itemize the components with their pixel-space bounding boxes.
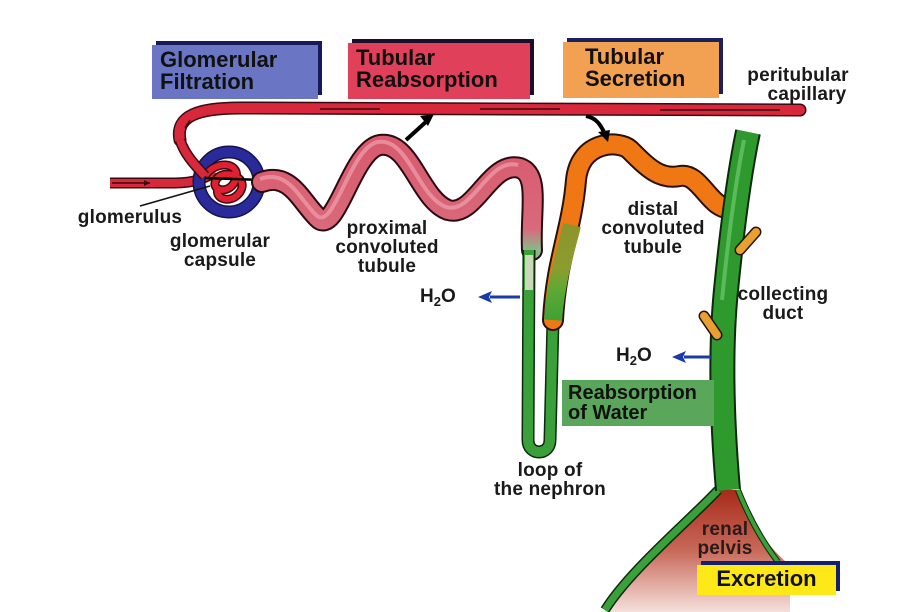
excretion-label: Excretion [716, 566, 817, 591]
renal-pelvis-line2: pelvis [697, 538, 753, 559]
peritubular-capillary-line2: capillary [767, 84, 847, 105]
glomerular-filtration-box: Glomerular Filtration [152, 45, 318, 99]
water-arrow-left [478, 291, 520, 303]
water-left-h: H [420, 286, 434, 307]
tubular-secretion-line2: Secretion [585, 66, 686, 91]
distal-convoluted-tubule [542, 133, 741, 331]
tubular-reabsorption-box: Tubular Reabsorption [348, 43, 530, 99]
renal-pelvis-label: renal pelvis [690, 520, 760, 558]
glomerulus-label: glomerulus [77, 207, 183, 228]
loop-line2: the nephron [494, 479, 606, 500]
water-right-sub: 2 [629, 353, 637, 368]
distal-tubule-line2: convoluted [601, 218, 705, 239]
reabsorption-of-water-line2: of Water [568, 402, 648, 424]
water-arrow-right [672, 351, 712, 363]
peritubular-capillary [172, 101, 807, 147]
collecting-duct [698, 129, 762, 492]
proximal-convoluted-tubule [251, 133, 544, 261]
loop-label: loop of the nephron [480, 461, 620, 499]
glomerular-capsule-line1: glomerular [169, 231, 271, 252]
water-right-o: O [636, 345, 652, 366]
water-label-right: H2O [616, 345, 652, 368]
glomerular-capsule-label: glomerular capsule [160, 232, 280, 270]
secretion-arrow [585, 114, 610, 142]
loop-line1: loop of [517, 460, 583, 481]
water-left-o: O [440, 286, 456, 307]
peritubular-capillary-line1: peritubular [747, 65, 849, 86]
glomerular-filtration-line1: Glomerular [160, 47, 278, 72]
peritubular-capillary-label: peritubular capillary [733, 66, 863, 104]
reabsorption-arrow [404, 114, 434, 142]
reabsorption-of-water-box: Reabsorption of Water [562, 380, 714, 426]
proximal-tubule-line1: proximal [346, 218, 428, 239]
proximal-tubule-line3: tubule [357, 256, 417, 277]
tubular-reabsorption-line1: Tubular [356, 45, 436, 70]
renal-pelvis-line1: renal [701, 519, 749, 540]
collecting-duct-line1: collecting [737, 284, 829, 305]
water-left-sub: 2 [433, 294, 441, 309]
distal-tubule-line3: tubule [623, 237, 683, 258]
tubular-reabsorption-line2: Reabsorption [356, 67, 498, 92]
reabsorption-of-water-line1: Reabsorption [568, 382, 697, 404]
collecting-duct-label: collecting duct [728, 285, 838, 323]
glomerular-filtration-line2: Filtration [160, 69, 255, 94]
tubular-secretion-line1: Tubular [585, 44, 665, 69]
glomerular-capsule-line2: capsule [183, 250, 257, 271]
tubular-secretion-box: Tubular Secretion [563, 42, 719, 98]
water-right-h: H [616, 345, 630, 366]
glomerulus-pointer [139, 185, 211, 207]
distal-tubule-label: distal convoluted tubule [588, 200, 718, 257]
distal-tubule-line1: distal [627, 199, 679, 220]
excretion-box: Excretion [697, 565, 836, 595]
water-label-left: H2O [420, 286, 456, 309]
collecting-duct-line2: duct [762, 303, 804, 324]
loop-of-nephron [521, 249, 560, 459]
proximal-tubule-line2: convoluted [335, 237, 439, 258]
proximal-tubule-label: proximal convoluted tubule [322, 219, 452, 276]
